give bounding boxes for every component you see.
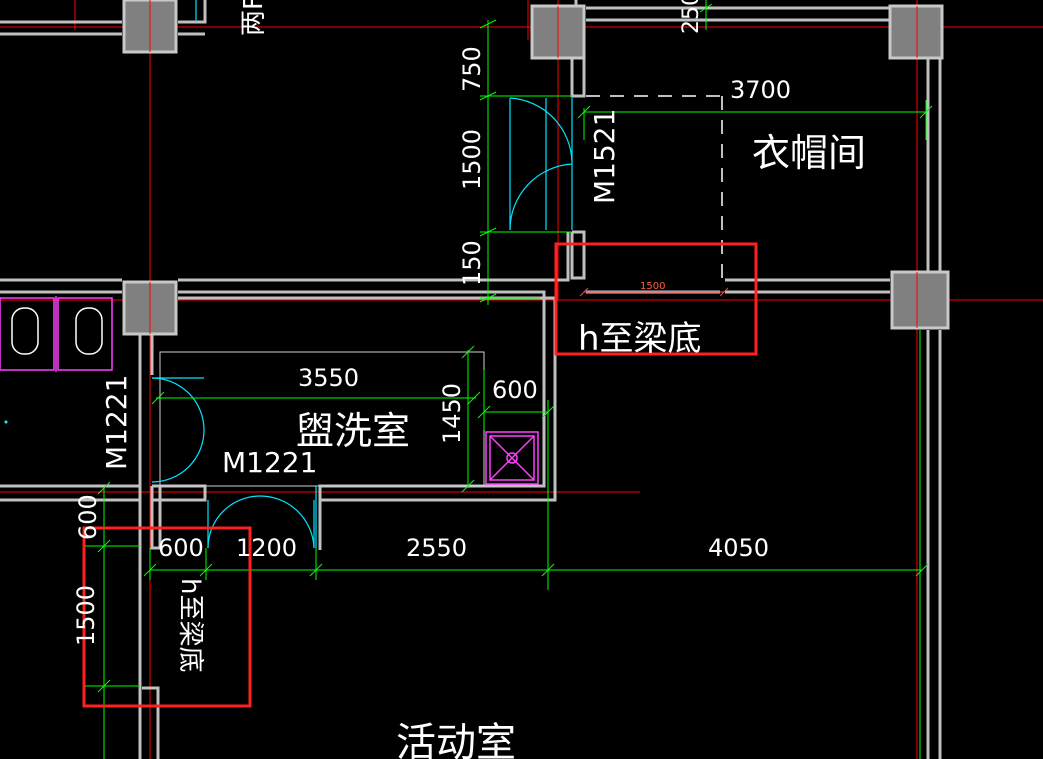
dim-tick: [479, 19, 497, 29]
dim-label-1450: 1450: [438, 383, 466, 444]
door-label-m1221-mid: M1221: [222, 446, 317, 479]
dim-label-1500-left: 1500: [72, 585, 100, 646]
room-label-washroom: 盥洗室: [296, 409, 410, 453]
cloakroom-boundary: [586, 95, 723, 288]
dim-label-150: 150: [458, 240, 486, 286]
highlight-box-left: [82, 526, 252, 708]
door-swing: [509, 97, 573, 163]
doors: [151, 0, 573, 549]
walls: [0, 0, 942, 759]
dim-tick: [467, 391, 481, 405]
wall: [178, 0, 207, 24]
floor-drain: [485, 431, 539, 485]
columns: [122, 0, 950, 336]
door-swing: [151, 429, 205, 483]
door-swing: [509, 163, 573, 231]
toilet-bowl: [11, 307, 39, 355]
column: [890, 270, 950, 330]
door-swing: [207, 495, 261, 549]
dim-label-750: 750: [458, 46, 486, 92]
toilet-stall: [0, 297, 55, 371]
toilet-fixtures: [0, 296, 113, 372]
door-label-m1221-left: M1221: [100, 375, 133, 470]
room-label-activity: 活动室: [396, 720, 516, 759]
dim-label-600-left: 600: [158, 534, 204, 562]
dim-tick: [719, 287, 729, 297]
door-swing: [259, 495, 315, 549]
beam-note-right: h至梁底: [578, 319, 702, 359]
dim-tick: [541, 563, 555, 577]
room-label-cropped: 两F: [239, 0, 269, 36]
dim-label-3550: 3550: [298, 364, 359, 392]
dim-tick: [579, 287, 589, 297]
dim-label-3700: 3700: [730, 76, 791, 104]
room-label-cloakroom: 衣帽间: [752, 131, 866, 175]
red-dimension: [579, 287, 729, 297]
door-label-m1521: M1521: [588, 109, 621, 204]
dim-label-600-right: 600: [492, 376, 538, 404]
dim-label-1500-red: 1500: [640, 281, 665, 292]
column: [888, 4, 944, 60]
drain-diag: [489, 435, 535, 481]
dim-label-250: 250: [679, 0, 704, 34]
toilet-bowl: [75, 307, 103, 355]
drain-inner: [489, 435, 535, 481]
drain-center: [506, 452, 518, 464]
dim-tick: [461, 345, 475, 359]
stray-point: [4, 420, 8, 424]
dim-label-4050: 4050: [708, 534, 769, 562]
dim-tick: [699, 3, 713, 13]
wall: [150, 486, 162, 550]
highlight-box-right: [554, 242, 758, 356]
dim-tick: [915, 563, 929, 577]
wall: [178, 290, 546, 550]
dimension-lines: [84, 0, 933, 759]
dim-label-1500-vertical: 1500: [458, 129, 486, 190]
dim-tick: [461, 479, 475, 493]
wall: [570, 58, 586, 98]
wall: [570, 230, 586, 280]
highlight-boxes: [82, 242, 758, 708]
dim-label-1200: 1200: [236, 534, 297, 562]
drain-box: [485, 431, 539, 485]
wall: [178, 296, 557, 502]
toilet-stall: [57, 297, 113, 371]
door-swing: [151, 377, 205, 431]
dim-label-600-bottom: 600: [74, 494, 102, 540]
wall: [142, 686, 160, 759]
dim-tick: [151, 391, 165, 405]
wall: [178, 232, 570, 282]
dim-tick: [97, 481, 111, 495]
column-axis-ticks: [149, 0, 918, 334]
beam-note-left: h至梁底: [175, 578, 205, 672]
dim-label-2550: 2550: [406, 534, 467, 562]
